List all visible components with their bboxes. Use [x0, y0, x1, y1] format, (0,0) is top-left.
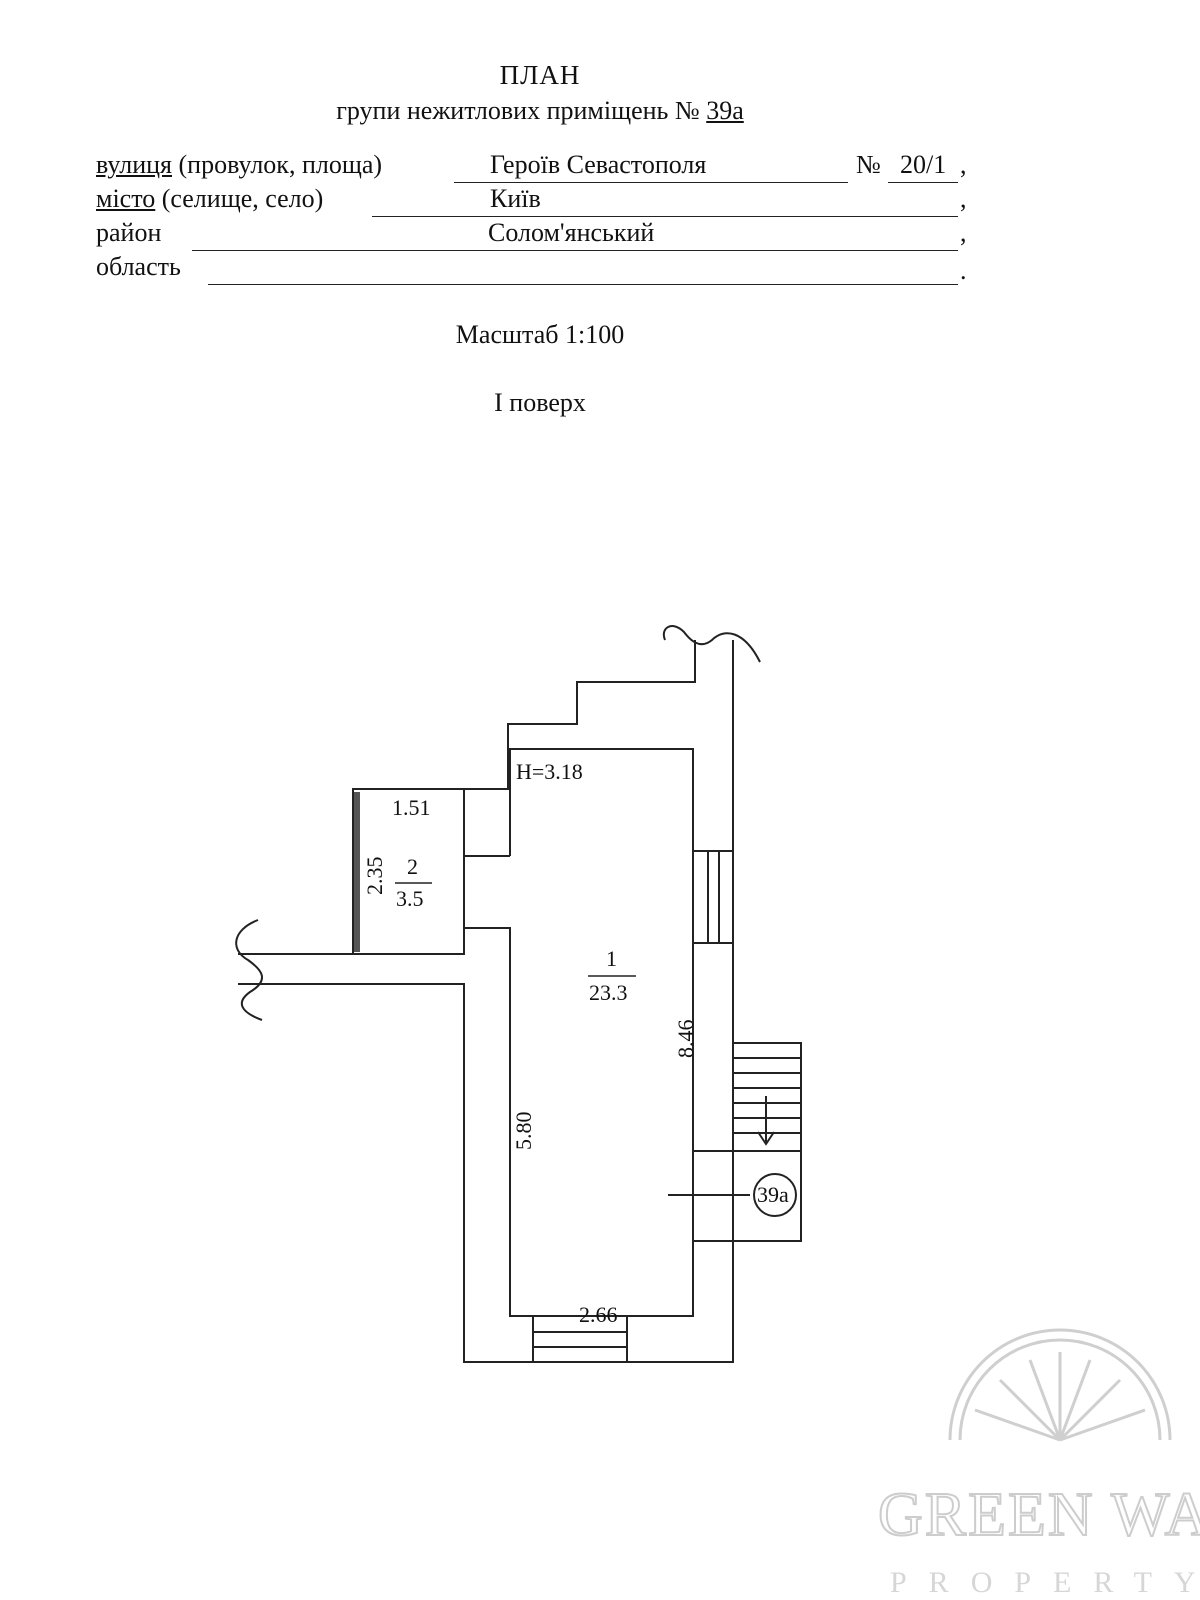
- street-label: вулиця: [96, 150, 173, 179]
- room1-number: 1: [606, 946, 617, 971]
- watermark-line1: GREEN WAY: [878, 1481, 1200, 1549]
- room2-walls: [352, 788, 465, 955]
- room2-width: 1.51: [392, 795, 431, 820]
- room1-right-dim: 8.46: [673, 1020, 698, 1059]
- district-comma: ,: [960, 218, 967, 247]
- region-line: [208, 284, 958, 285]
- city-comma: ,: [960, 184, 967, 213]
- region-row: область: [96, 252, 206, 286]
- city-label: місто: [96, 184, 156, 213]
- number-line: [888, 182, 958, 183]
- street-row: вулиця (провулок, площа): [96, 150, 996, 184]
- plan-title: ПЛАН: [499, 60, 581, 90]
- number-label: №: [856, 150, 881, 179]
- number-value: 20/1: [900, 150, 947, 179]
- city-label-rest: (селище, село): [161, 184, 324, 213]
- height-label: Н=3.18: [516, 759, 583, 784]
- region-label: область: [96, 252, 181, 281]
- city-value: Київ: [490, 184, 541, 213]
- room2-depth: 2.35: [362, 857, 387, 896]
- room2-area: 3.5: [396, 886, 424, 911]
- watermark-line2: PROPERTY: [890, 1566, 1200, 1599]
- scale-text: Масштаб 1:100: [455, 320, 625, 349]
- plan-subtitle: групи нежитлових приміщень № 39а: [0, 96, 1080, 126]
- subtitle-prefix: групи нежитлових приміщень №: [336, 96, 700, 125]
- group-number: 39а: [706, 96, 744, 125]
- district-label: район: [96, 218, 162, 247]
- district-line: [192, 250, 958, 251]
- vestibule-step: [464, 748, 510, 790]
- group-marker-circle: [753, 1173, 797, 1217]
- district-value: Солом'янський: [488, 218, 655, 247]
- floor-text: І поверх: [494, 388, 586, 417]
- city-line: [372, 216, 958, 217]
- room2-number: 2: [407, 854, 418, 879]
- group-marker-label: 39а: [757, 1182, 789, 1207]
- street-value: Героїв Севастополя: [490, 150, 707, 179]
- break-line-left: [235, 919, 263, 1021]
- street-label-rest: (провулок, площа): [178, 150, 383, 179]
- window-bottom: [532, 1315, 628, 1363]
- street-comma: ,: [960, 150, 967, 179]
- city-row: місто (селище, село): [96, 184, 396, 218]
- room1-area: 23.3: [589, 980, 628, 1005]
- street-line: [454, 182, 848, 183]
- outer-wall: [238, 640, 696, 955]
- break-line-top: [662, 625, 761, 663]
- window-right: [692, 850, 734, 944]
- room1-bottom-dim: 2.66: [579, 1302, 618, 1327]
- room2-wall-fill: [354, 792, 360, 952]
- room1-walls: [464, 748, 694, 1317]
- district-row: район: [96, 218, 196, 252]
- watermark-logo: [948, 1328, 1172, 1442]
- room1-left-dim: 5.80: [511, 1112, 536, 1151]
- region-comma: .: [960, 256, 967, 285]
